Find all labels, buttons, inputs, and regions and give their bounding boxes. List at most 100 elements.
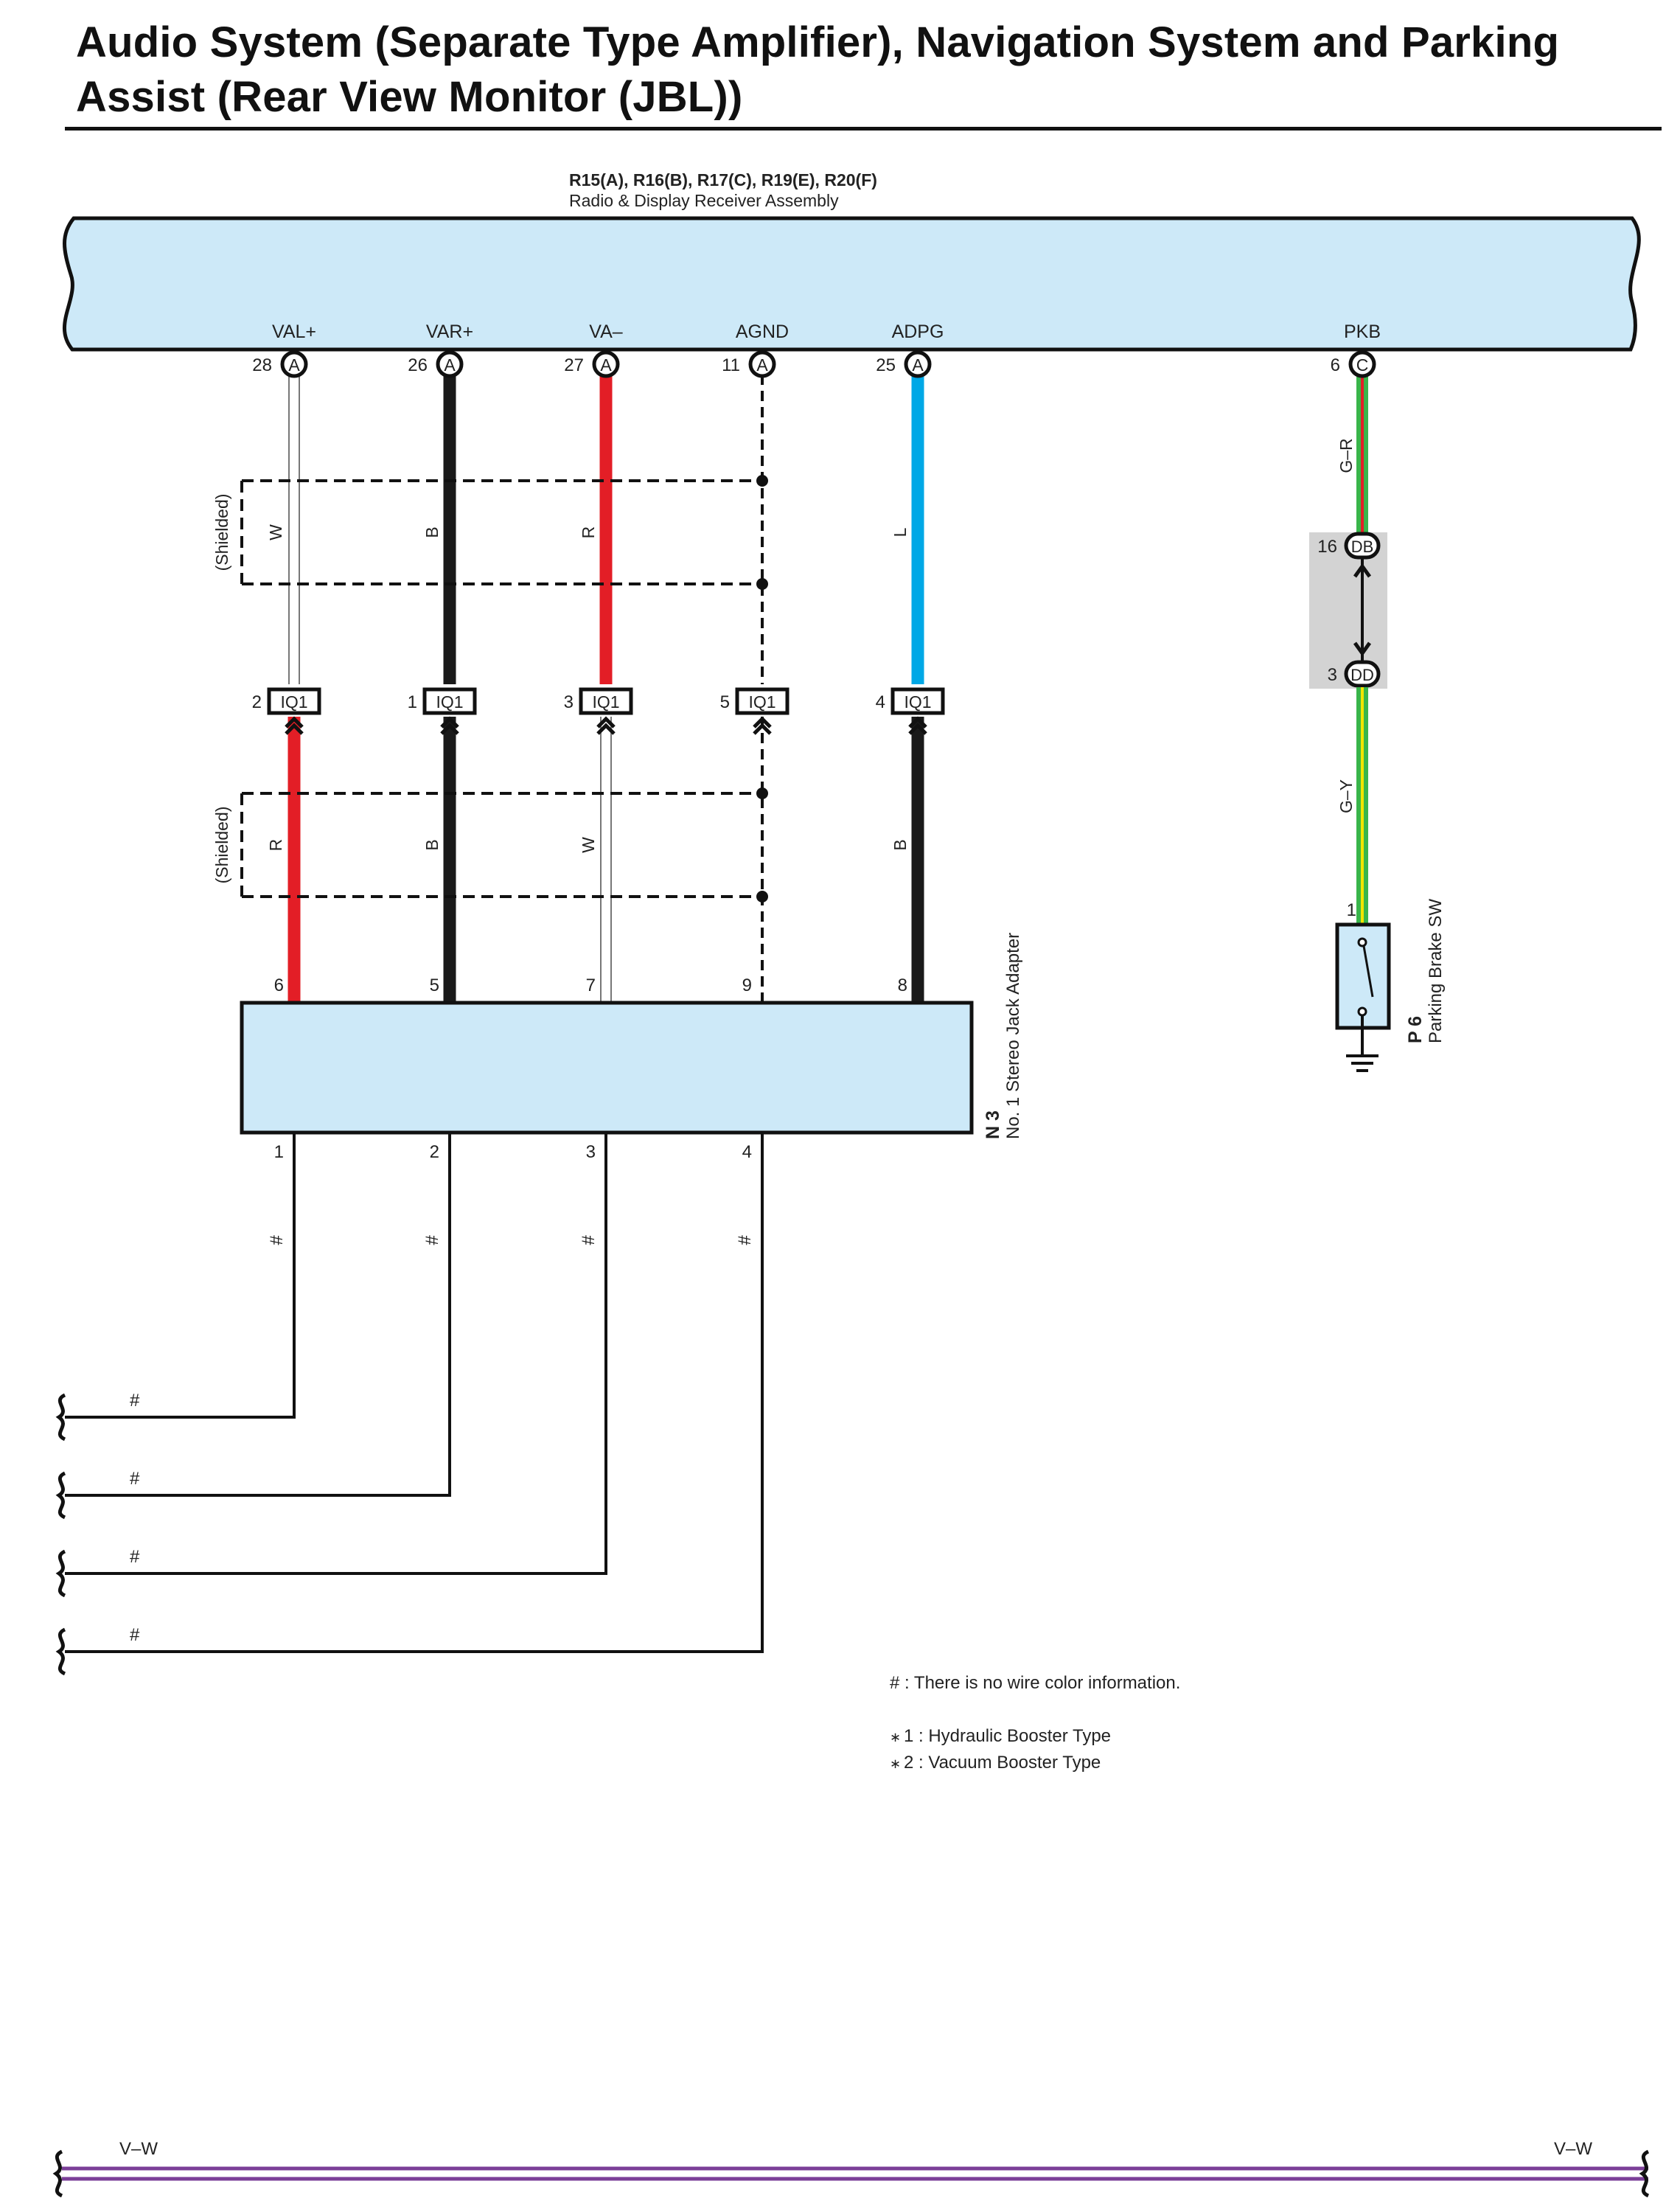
- terminal-pkb: PKB: [1344, 321, 1381, 342]
- wire-color-upper-r: R: [579, 526, 598, 539]
- lower-shield-label: (Shielded): [212, 807, 231, 884]
- note-vacuum-booster: 2 : Vacuum Booster Type: [904, 1753, 1101, 1773]
- receiver-name-label: Radio & Display Receiver Assembly: [569, 191, 839, 210]
- n3-pin-5: 5: [430, 975, 439, 995]
- parking-brake-code: P 6: [1405, 1016, 1426, 1043]
- wire-color-upper-b: B: [422, 526, 442, 538]
- receiver-pin-11: A 11: [722, 350, 776, 378]
- upper-shield: [240, 475, 768, 590]
- receiver-panel: [63, 216, 1641, 352]
- svg-text:A: A: [444, 355, 456, 375]
- terminal-var-plus: VAR+: [426, 321, 473, 342]
- output-wire-3: [55, 1134, 607, 1598]
- output-wire-2: [55, 1134, 451, 1520]
- svg-text:C: C: [1356, 355, 1369, 375]
- terminal-va-minus: VA–: [589, 321, 622, 342]
- n3-pin-3: 3: [586, 1142, 596, 1162]
- hash-mark-out-4: #: [130, 1625, 140, 1645]
- svg-text:1: 1: [408, 692, 417, 712]
- note-hydraulic-booster: 1 : Hydraulic Booster Type: [904, 1726, 1111, 1746]
- wire-color-lower-b-2: B: [890, 839, 910, 850]
- receiver-connectors-label: R15(A), R16(B), R17(C), R19(E), R20(F): [569, 170, 877, 189]
- wire-color-g-y: G–Y: [1336, 779, 1356, 813]
- stereo-jack-adapter: [240, 1001, 974, 1135]
- note-2-marker: ∗: [890, 1756, 901, 1771]
- svg-text:28: 28: [252, 355, 272, 375]
- receiver-pin-6: C 6: [1331, 350, 1376, 378]
- parking-brake-pin-1: 1: [1347, 900, 1356, 920]
- upper-shield-label: (Shielded): [212, 494, 231, 571]
- ground-icon: [1346, 1054, 1378, 1072]
- iq1-connector-1: IQ1 1: [408, 687, 477, 734]
- svg-text:A: A: [912, 355, 924, 375]
- stereo-jack-code: N 3: [983, 1110, 1003, 1139]
- wire-color-g-r: G–R: [1336, 438, 1356, 473]
- hash-mark-wire-1: #: [267, 1235, 287, 1245]
- note-1-marker: ∗: [890, 1730, 901, 1745]
- svg-text:11: 11: [722, 355, 740, 375]
- n3-pin-1: 1: [274, 1142, 284, 1162]
- wire-color-upper-l: L: [890, 527, 910, 537]
- output-wire-1: [55, 1134, 296, 1441]
- svg-text:DB: DB: [1351, 538, 1374, 556]
- junction-dd-connector: DD 3: [1328, 641, 1381, 688]
- bus-label-left: V–W: [119, 2139, 158, 2159]
- bus-label-right: V–W: [1554, 2139, 1592, 2159]
- n3-pin-4: 4: [742, 1142, 752, 1162]
- svg-text:A: A: [600, 355, 612, 375]
- wire-color-lower-r: R: [266, 839, 285, 852]
- svg-text:16: 16: [1317, 537, 1337, 557]
- stereo-jack-name: No. 1 Stereo Jack Adapter: [1003, 933, 1023, 1139]
- n3-pin-7: 7: [586, 975, 596, 995]
- wire-color-lower-b: B: [422, 839, 442, 850]
- terminal-val-plus: VAL+: [272, 321, 316, 342]
- svg-text:25: 25: [876, 355, 896, 375]
- junction-db-connector: DB 16: [1317, 532, 1381, 578]
- n3-pin-6: 6: [274, 975, 284, 995]
- bottom-bus-wire: [52, 2149, 1650, 2198]
- svg-text:6: 6: [1331, 355, 1340, 375]
- n3-pin-8: 8: [898, 975, 907, 995]
- svg-text:DD: DD: [1350, 666, 1374, 684]
- svg-text:A: A: [288, 355, 300, 375]
- iq1-connector-5: IQ1 5: [720, 687, 790, 734]
- output-wire-4: [55, 1134, 764, 1676]
- wire-val-plus-upper: [288, 375, 300, 684]
- note-no-wire-color: # : There is no wire color information.: [890, 1673, 1180, 1693]
- iq1-connector-4: IQ1 4: [876, 687, 945, 734]
- svg-text:4: 4: [876, 692, 885, 712]
- wire-color-upper-w: W: [266, 524, 285, 540]
- svg-text:26: 26: [408, 355, 428, 375]
- parking-brake-name: Parking Brake SW: [1426, 899, 1446, 1043]
- svg-text:27: 27: [564, 355, 584, 375]
- wire-white-lower: [600, 717, 612, 1004]
- wire-color-lower-w: W: [579, 837, 598, 853]
- hash-mark-out-3: #: [130, 1547, 140, 1567]
- svg-text:IQ1: IQ1: [904, 692, 931, 712]
- lower-shield: [240, 787, 768, 902]
- title-rule: [65, 127, 1662, 131]
- svg-text:IQ1: IQ1: [436, 692, 463, 712]
- n3-pin-9: 9: [742, 975, 752, 995]
- iq1-connector-3: IQ1 3: [564, 687, 633, 734]
- receiver-pin-27: A 27: [564, 350, 620, 378]
- svg-text:3: 3: [564, 692, 574, 712]
- svg-text:5: 5: [720, 692, 730, 712]
- receiver-pin-25: A 25: [876, 350, 932, 378]
- svg-text:A: A: [756, 355, 768, 375]
- hash-mark-wire-2: #: [422, 1235, 442, 1245]
- page-title-line-1: Audio System (Separate Type Amplifier), …: [76, 18, 1560, 66]
- parking-brake-switch: [1335, 922, 1391, 1056]
- page-title-line-2: Assist (Rear View Monitor (JBL)): [76, 73, 743, 121]
- svg-text:3: 3: [1328, 665, 1337, 685]
- receiver-pin-28: A 28: [252, 350, 308, 378]
- svg-text:IQ1: IQ1: [592, 692, 619, 712]
- hash-mark-out-2: #: [130, 1469, 140, 1489]
- iq1-connector-2: IQ1 2: [252, 687, 321, 734]
- svg-text:IQ1: IQ1: [748, 692, 775, 712]
- hash-mark-wire-3: #: [579, 1235, 599, 1245]
- svg-text:IQ1: IQ1: [280, 692, 307, 712]
- terminal-adpg: ADPG: [892, 321, 944, 342]
- svg-text:2: 2: [252, 692, 262, 712]
